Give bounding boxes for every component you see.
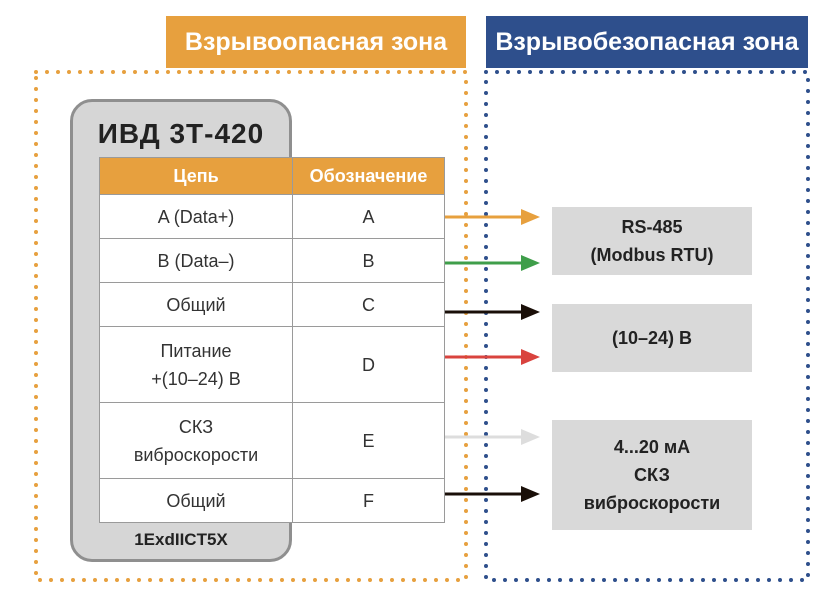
destination-rs485: RS-485 (Modbus RTU) <box>552 207 752 275</box>
circuit-name-line: B (Data–) <box>157 250 235 271</box>
signal-table-header: Цепь Обозначение <box>99 157 445 195</box>
circuit-name: Общий <box>99 282 293 327</box>
safe-zone-label: Взрывобезопасная зона <box>486 16 808 68</box>
destination-line: (Modbus RTU) <box>590 245 714 265</box>
hazard-zone-label: Взрывоопасная зона <box>166 16 466 68</box>
arrow-head <box>521 255 540 271</box>
circuit-code: E <box>292 402 445 479</box>
circuit-name-line: +(10–24) В <box>151 368 241 389</box>
circuit-name-line: A (Data+) <box>157 206 235 227</box>
circuit-name: A (Data+) <box>99 194 293 239</box>
circuit-code: C <box>292 282 445 327</box>
circuit-code: B <box>292 238 445 283</box>
circuit-name-line: Общий <box>166 490 226 511</box>
circuit-name: B (Data–) <box>99 238 293 283</box>
arrow-head <box>521 349 540 365</box>
circuit-name-line: Питание <box>160 340 232 361</box>
device-title: ИВД 3Т-420 <box>97 118 265 149</box>
hazard-zone-border <box>34 70 468 582</box>
destination-line: (10–24) В <box>611 328 693 348</box>
arrow-head <box>521 486 540 502</box>
arrow-head <box>521 304 540 320</box>
circuit-name-line: Общий <box>166 294 226 315</box>
arrow-head <box>521 429 540 445</box>
circuit-name-line: виброскорости <box>133 444 259 465</box>
table-row: Питание +(10–24) В D <box>99 326 445 403</box>
circuit-name-line: СКЗ <box>178 416 214 437</box>
circuit-name: СКЗ виброскорости <box>99 402 293 479</box>
destination-power: (10–24) В <box>552 304 752 372</box>
circuit-name: Общий <box>99 478 293 523</box>
table-row: A (Data+) A <box>99 194 445 239</box>
signal-table: Цепь Обозначение A (Data+) A B (Data–) B… <box>99 157 445 523</box>
arrow-head <box>521 209 540 225</box>
circuit-name: Питание +(10–24) В <box>99 326 293 403</box>
destination-line: RS-485 <box>621 217 683 237</box>
header-designation: Обозначение <box>292 157 445 195</box>
destination-line: 4...20 мА <box>613 437 691 457</box>
destination-analog-output: 4...20 мА СКЗ виброскорости <box>552 420 752 530</box>
zone-borders <box>34 70 810 582</box>
table-row: B (Data–) B <box>99 238 445 283</box>
safe-zone-border <box>484 70 810 582</box>
header-circuit: Цепь <box>99 157 293 195</box>
circuit-code: D <box>292 326 445 403</box>
circuit-code: A <box>292 194 445 239</box>
destination-line: СКЗ <box>634 465 670 485</box>
table-row: Общий C <box>99 282 445 327</box>
table-row: Общий F <box>99 478 445 523</box>
device-marking: 1ExdIICT5X <box>134 530 228 549</box>
destination-line: виброскорости <box>583 493 721 513</box>
circuit-code: F <box>292 478 445 523</box>
table-row: СКЗ виброскорости E <box>99 402 445 479</box>
